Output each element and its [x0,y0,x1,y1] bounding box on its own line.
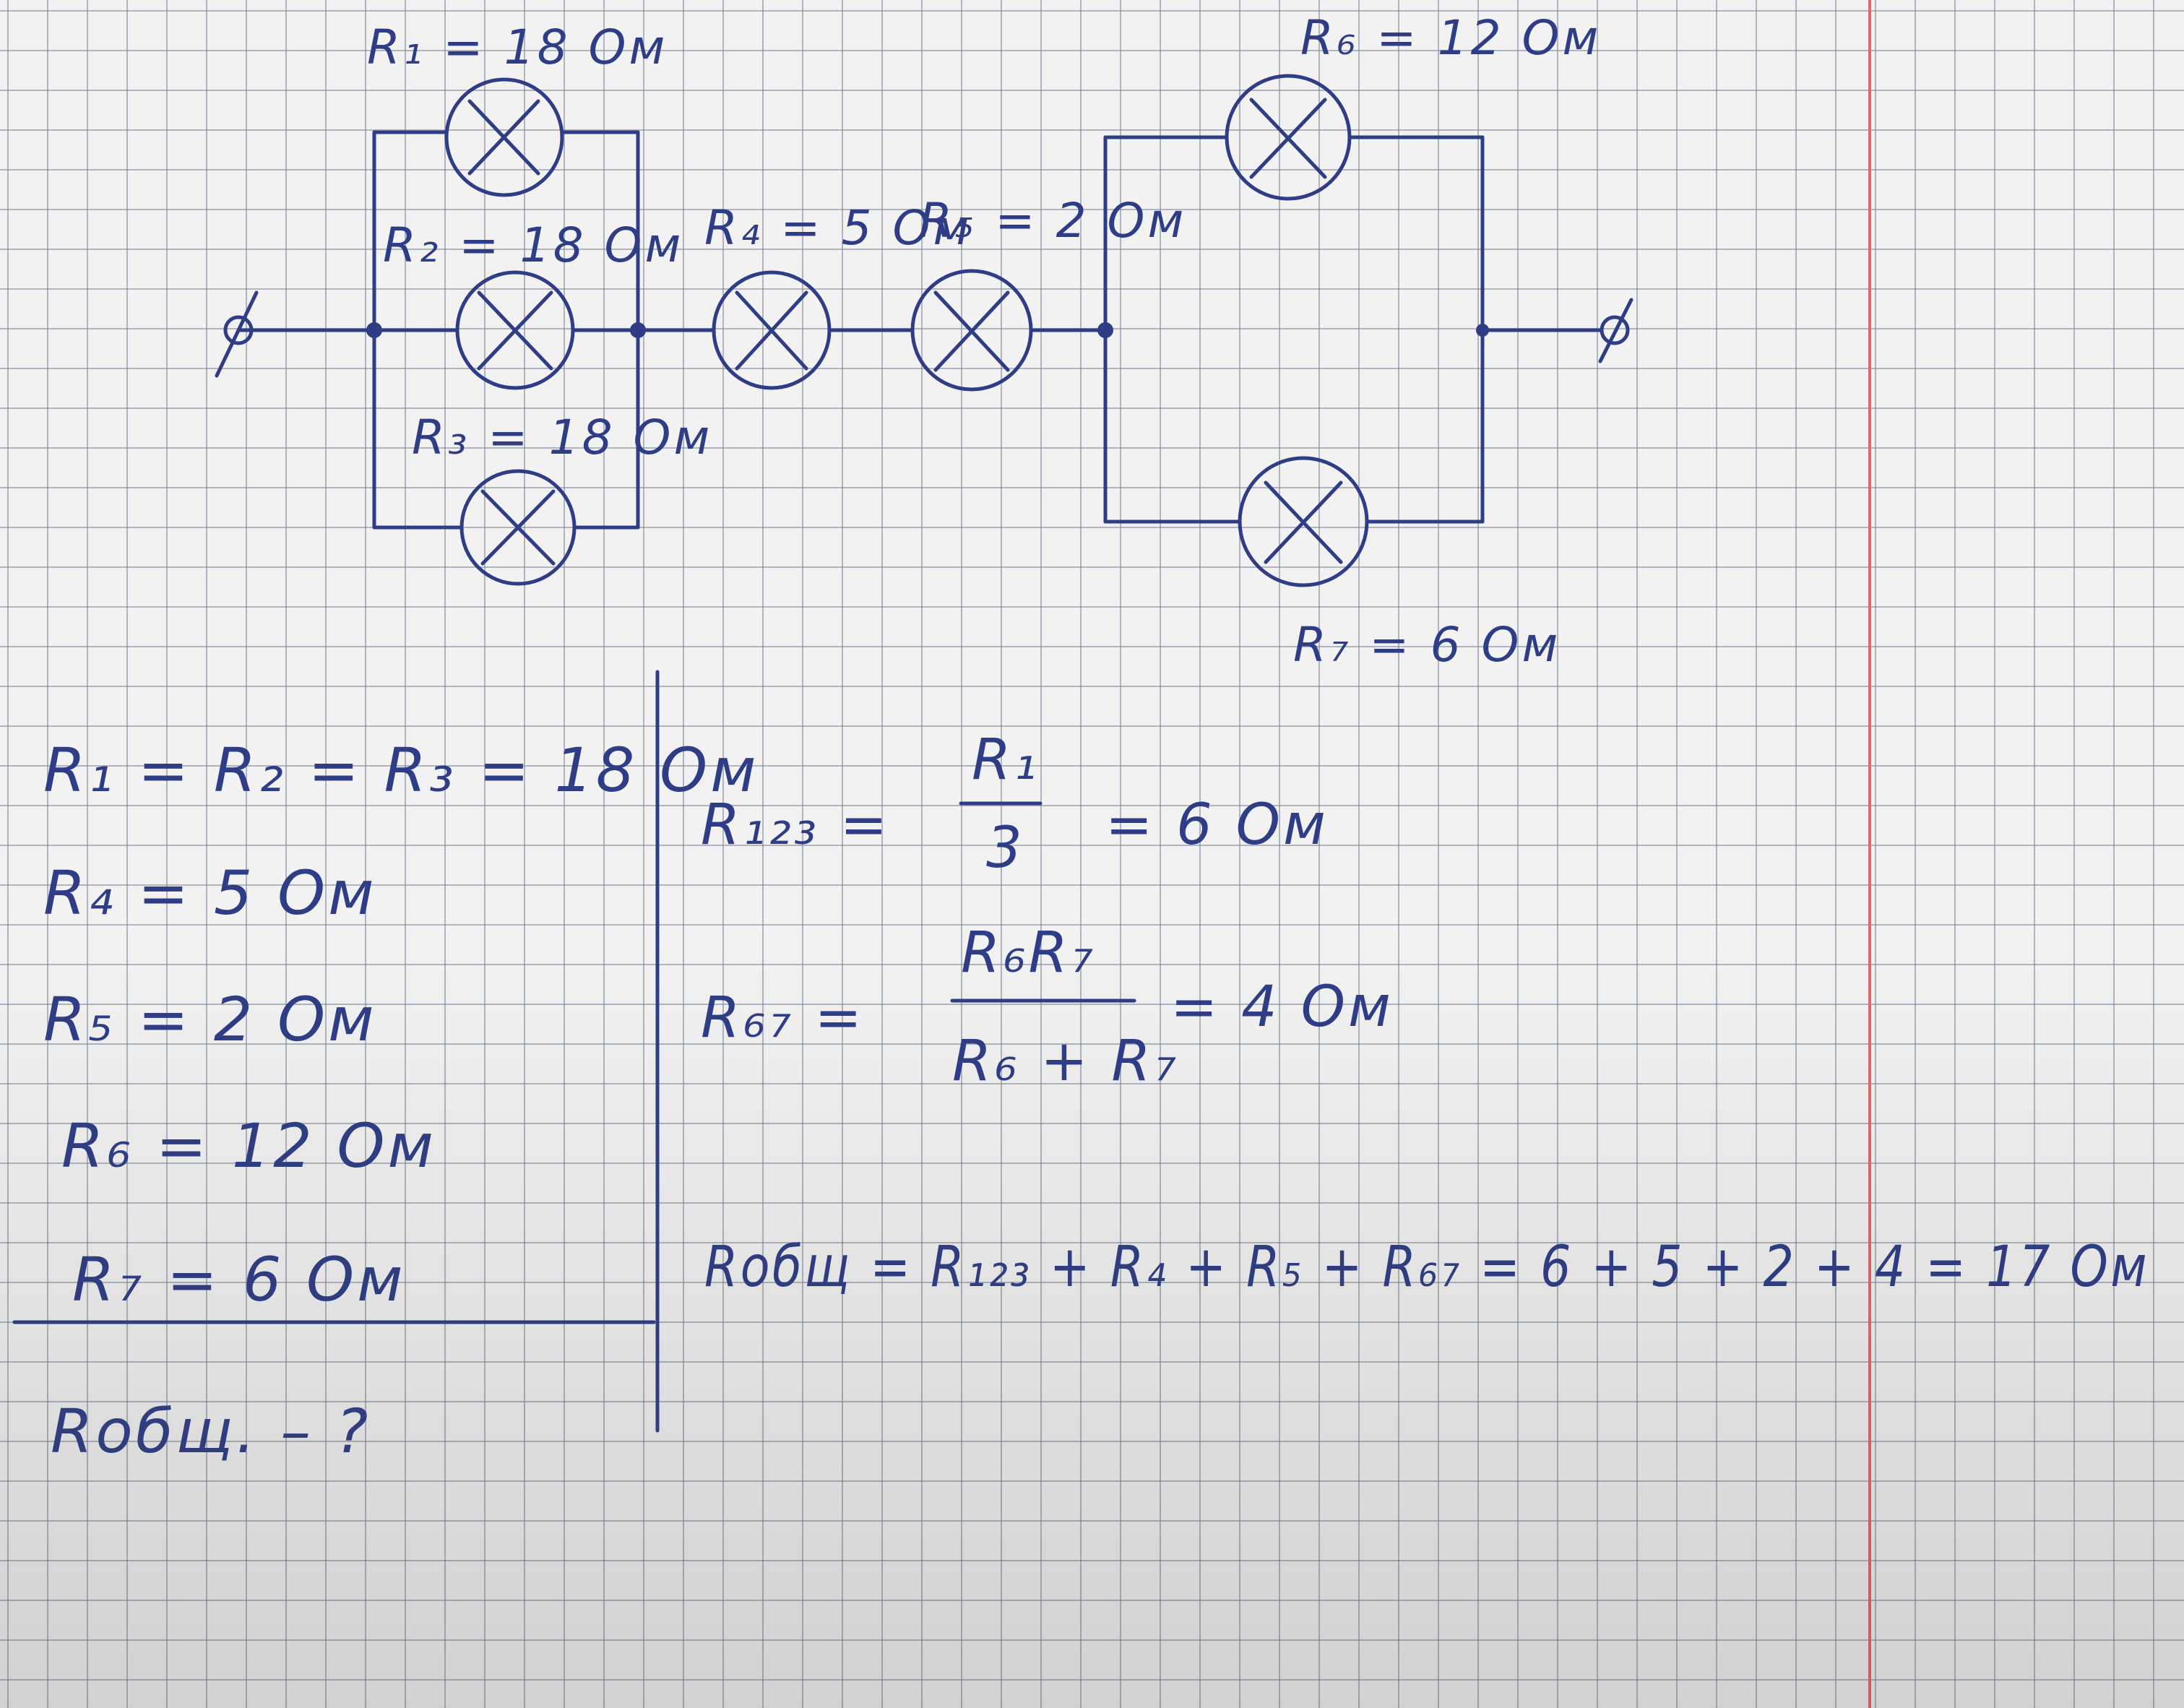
given-r5: R₅ = 2 Ом [43,984,376,1055]
r123-lhs: R₁₂₃ = [701,793,890,858]
r67-numerator: R₆R₇ [961,920,1096,985]
output-terminal [1598,298,1633,363]
r67-denominator: R₆ + R₇ [952,1029,1179,1094]
label-r2: R₂ = 18 Ом [383,217,683,273]
given-r4: R₄ = 5 Ом [43,858,376,928]
r123-denominator: 3 [986,816,1025,881]
lamp-r2-icon [455,270,575,390]
label-r4: R₄ = 5 Ом [704,200,972,256]
label-r5: R₅ = 2 Ом [919,193,1186,249]
lamp-r5-icon [910,269,1033,392]
total-resistance-formula: Rобщ = R₁₂₃ + R₄ + R₅ + R₆₇ = 6 + 5 + 2 … [704,1235,2149,1300]
r67-lhs: R₆₇ = [701,985,865,1051]
r67-rhs: = 4 Ом [1170,975,1394,1040]
given-r1-r2-r3: R₁ = R₂ = R₃ = 18 Ом [43,735,759,806]
lamp-r3-icon [459,469,577,586]
given-r6: R₆ = 12 Ом [61,1110,436,1181]
label-r7: R₇ = 6 Ом [1293,617,1561,673]
given-r7: R₇ = 6 Ом [72,1244,405,1315]
r123-rhs: = 6 Ом [1105,793,1329,858]
junction-dot [630,322,646,338]
right-parallel-block-wires [1103,135,1604,524]
label-r6: R₆ = 12 Ом [1300,10,1601,66]
find-total-resistance: Rобщ. – ? [51,1396,371,1467]
lamp-r1-icon [444,77,564,197]
label-r3: R₃ = 18 Ом [412,410,712,465]
label-r1: R₁ = 18 Ом [367,20,668,75]
lamp-r4-icon [712,270,832,390]
junction-dot [366,322,382,338]
input-terminal [215,290,259,378]
lamp-r6-icon [1225,74,1352,201]
lamp-r7-icon [1238,456,1369,587]
r123-numerator: R₁ [972,728,1039,793]
